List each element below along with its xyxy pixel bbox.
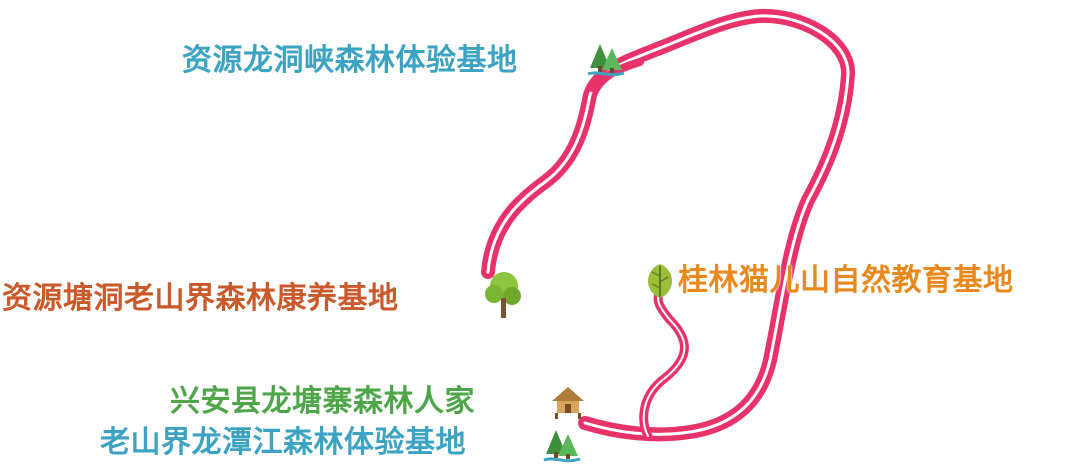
leaf-icon (648, 264, 672, 298)
route-loop-highlight (486, 14, 850, 436)
forest-stream-icon (543, 430, 581, 463)
site-label-longdongxia[interactable]: 资源龙洞峡森林体验基地 (182, 43, 518, 78)
site-label-longtangzhai[interactable]: 兴安县龙塘寨森林人家 (170, 384, 475, 419)
site-label-tangdong[interactable]: 资源塘洞老山界森林康养基地 (2, 281, 399, 316)
hut-icon (552, 387, 584, 419)
forest-stream-icon (587, 44, 625, 77)
tree-icon (485, 272, 521, 318)
site-label-maoershan[interactable]: 桂林猫儿山自然教育基地 (678, 263, 1014, 298)
route-branch-highlight (642, 291, 686, 437)
site-label-longtanjiang[interactable]: 老山界龙潭江森林体验基地 (100, 425, 466, 460)
